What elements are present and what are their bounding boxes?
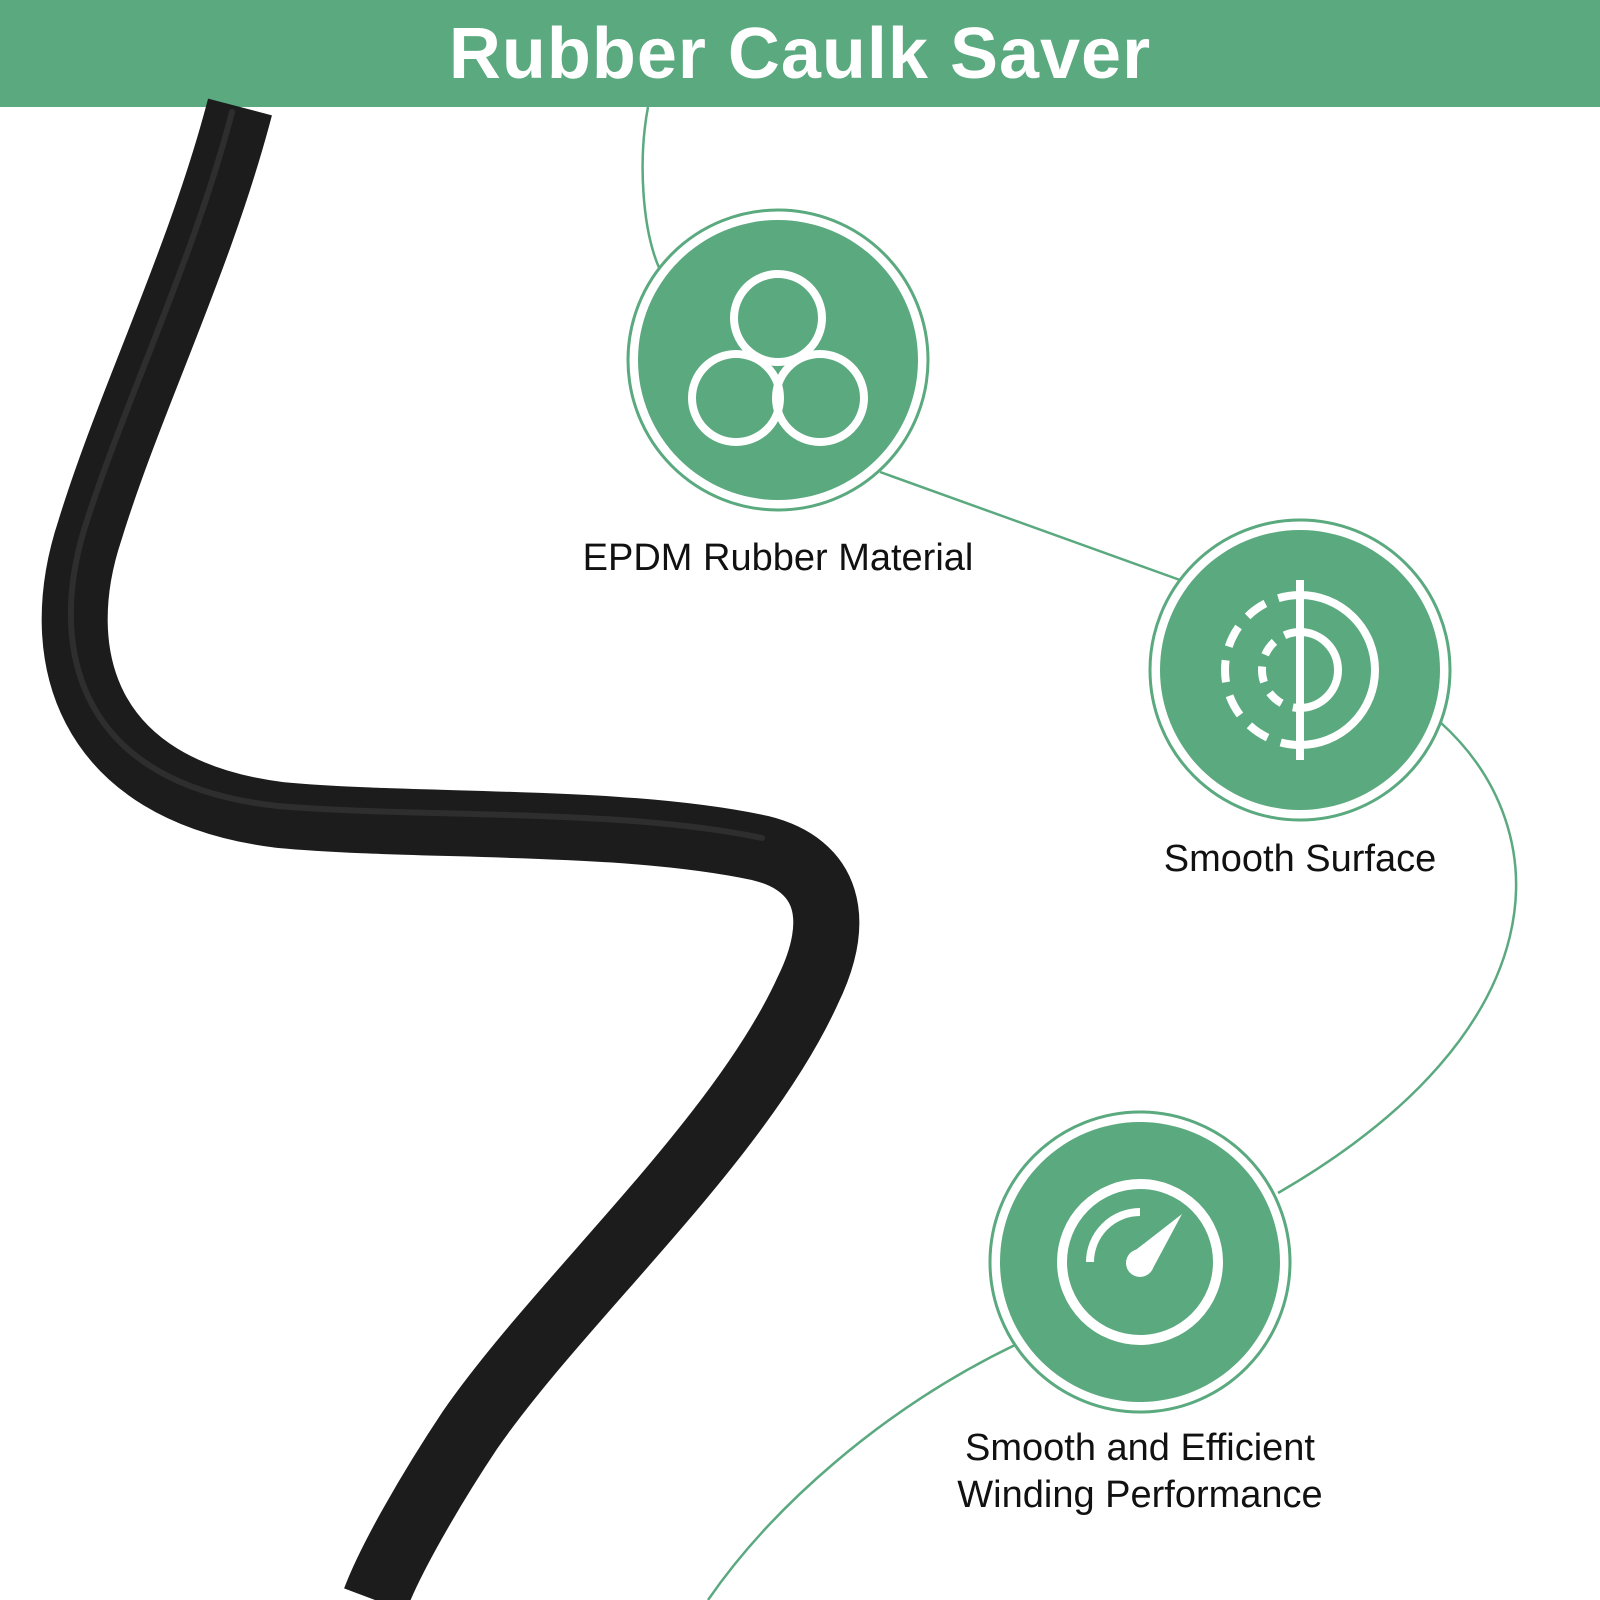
feature-epdm	[626, 208, 930, 512]
dashed-half-circle-icon	[1221, 580, 1379, 760]
feature-winding	[988, 1110, 1292, 1414]
connector-lines	[641, 106, 1518, 1600]
connector-1-2	[879, 470, 1181, 582]
feature-smooth-surface	[1148, 518, 1452, 822]
connector-2-3	[1277, 721, 1518, 1195]
feature-label-winding: Smooth and Efficient Winding Performance	[957, 1427, 1323, 1516]
connector-bottom	[706, 1343, 1016, 1600]
feature-label-epdm: EPDM Rubber Material	[582, 537, 974, 579]
header-banner: Rubber Caulk Saver	[0, 0, 1600, 107]
three-circles-icon	[688, 270, 868, 446]
rubber-rope	[41, 98, 860, 1600]
gauge-icon	[1057, 1179, 1223, 1345]
page-title: Rubber Caulk Saver	[448, 13, 1152, 94]
rope-highlight	[67, 109, 765, 841]
connector-top	[641, 106, 662, 271]
feature-label-smooth-surface: Smooth Surface	[1163, 838, 1437, 880]
